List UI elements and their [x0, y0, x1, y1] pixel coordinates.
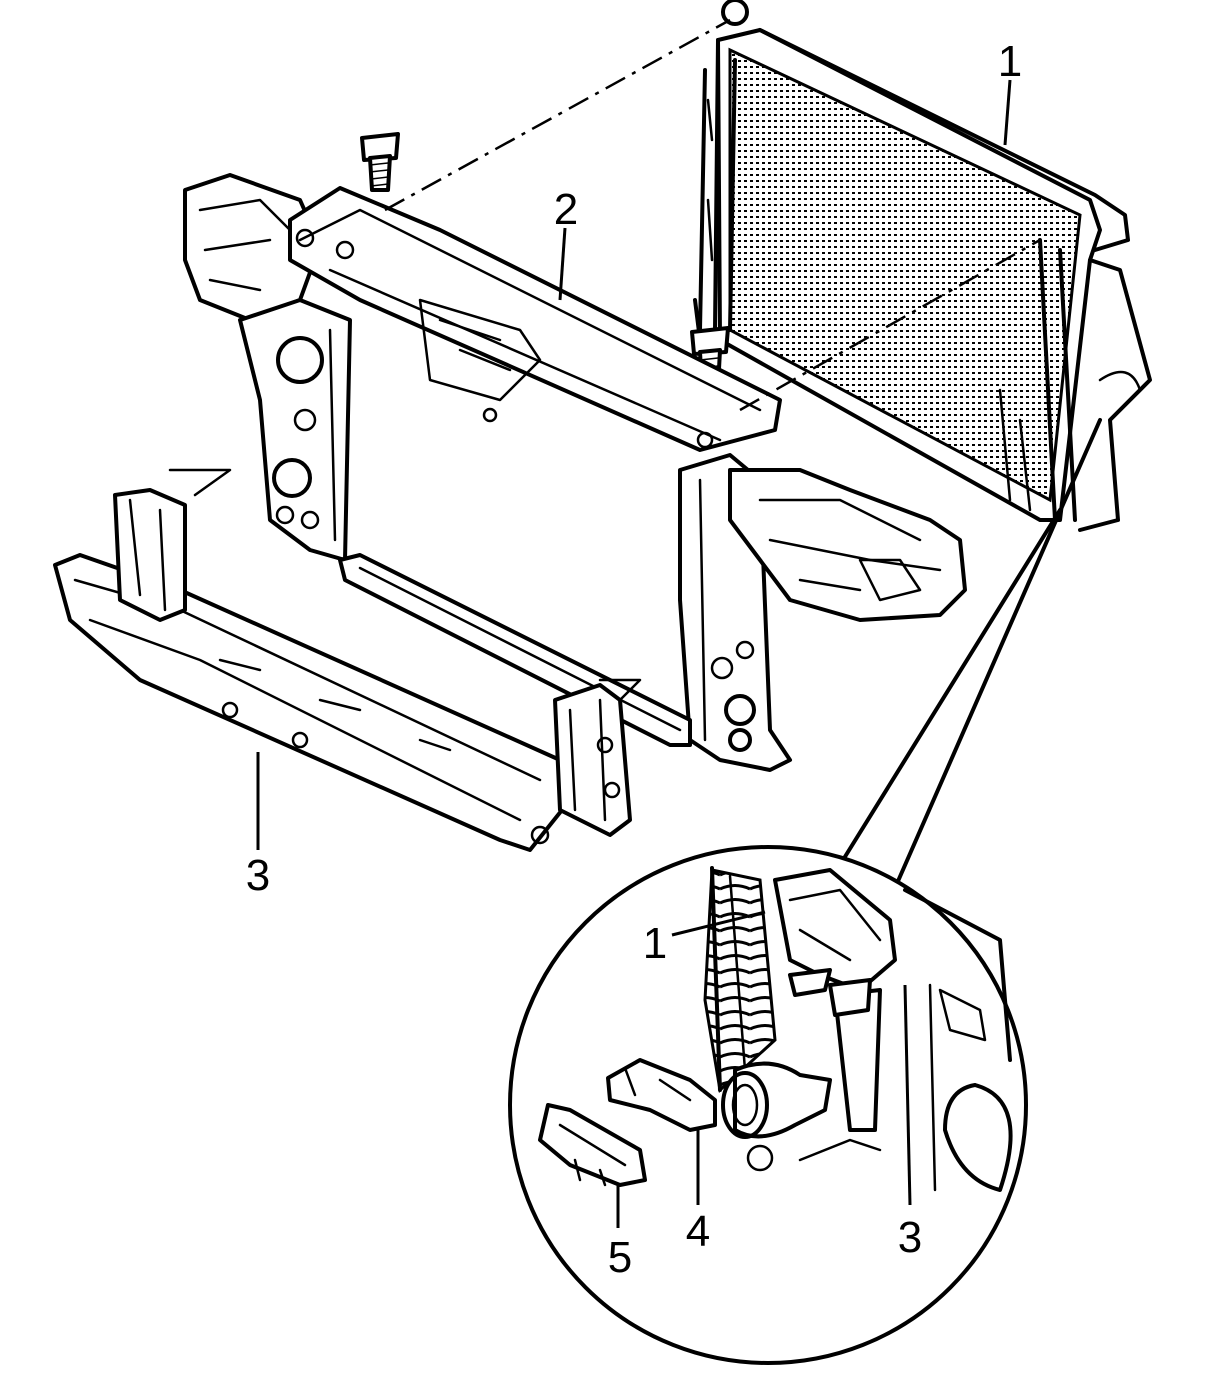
callout-bumper-carrier: 3 [246, 851, 270, 900]
radiator [693, 0, 1152, 532]
callout-detail-radiator: 1 [643, 919, 667, 968]
bumper-carrier [53, 468, 642, 852]
callout-detail-bumper: 3 [898, 1213, 922, 1262]
callout-detail-clip: 4 [686, 1207, 710, 1256]
front-carrier [183, 173, 967, 772]
callout-detail-spring-clip: 5 [608, 1233, 632, 1282]
alignment-lines [384, 18, 1041, 412]
callout-radiator: 1 [998, 37, 1022, 86]
detail-view [508, 418, 1102, 1365]
bolt-top [360, 132, 400, 192]
leader-lines [256, 79, 1012, 850]
callout-front-carrier: 2 [554, 185, 578, 234]
